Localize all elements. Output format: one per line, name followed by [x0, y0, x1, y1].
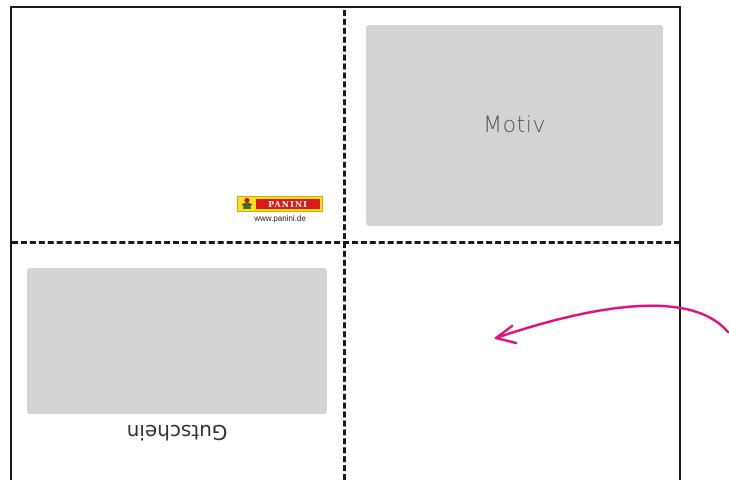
horizontal-fold-line	[12, 241, 680, 244]
motif-placeholder: Motiv	[366, 25, 663, 226]
motif-label: Motiv	[483, 113, 546, 138]
panini-logo: PANINI	[237, 196, 323, 212]
card-sheet	[10, 6, 681, 480]
panini-mascot-icon	[241, 198, 253, 209]
vertical-fold-line	[343, 10, 346, 480]
voucher-placeholder	[27, 268, 327, 414]
logo-brand-text: PANINI	[256, 199, 320, 209]
voucher-label: Gutschein	[126, 420, 228, 444]
fold-arrow-icon	[494, 304, 729, 345]
logo-url: www.panini.de	[254, 214, 306, 223]
